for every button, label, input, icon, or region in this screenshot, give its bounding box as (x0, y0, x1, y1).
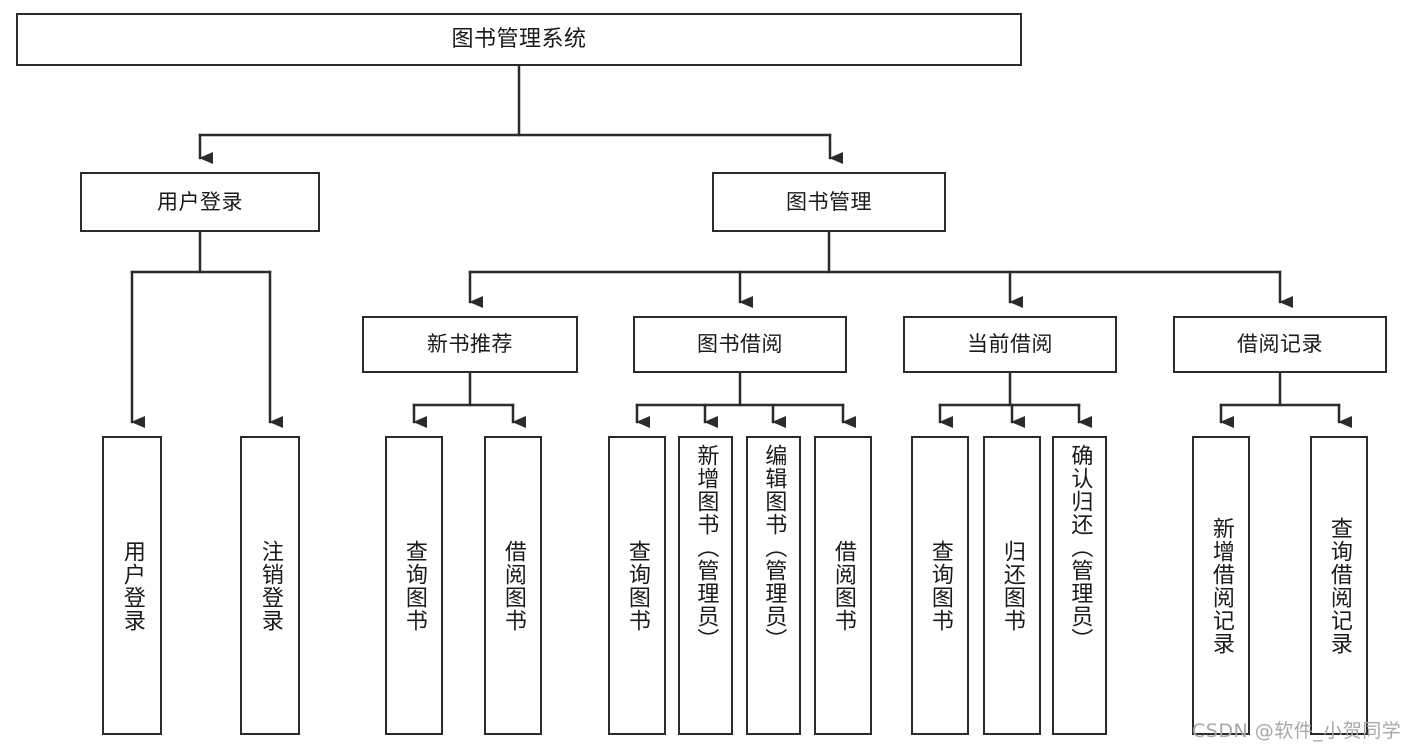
node-user-login[interactable]: 用户登录 (80, 172, 320, 232)
node-leaf-add-book-label: 新增图书（管理员） (693, 444, 719, 651)
node-leaf-user-login[interactable]: 用户登录 (102, 436, 162, 735)
node-leaf-confirm-return-label: 确认归还（管理员） (1067, 444, 1093, 651)
node-borrow-record-label: 借阅记录 (1237, 332, 1323, 357)
node-new-book-rec[interactable]: 新书推荐 (362, 316, 578, 373)
node-leaf-borrow-book-rec[interactable]: 借阅图书 (484, 436, 542, 735)
node-root-label: 图书管理系统 (451, 26, 587, 52)
node-leaf-user-login-label: 用户登录 (119, 539, 145, 632)
node-leaf-borrow-book[interactable]: 借阅图书 (814, 436, 872, 735)
node-book-manage-label: 图书管理 (786, 189, 872, 214)
node-borrow-record[interactable]: 借阅记录 (1173, 316, 1387, 373)
node-leaf-add-book[interactable]: 新增图书（管理员） (678, 436, 733, 735)
node-leaf-add-record[interactable]: 新增借阅记录 (1192, 436, 1250, 735)
node-root[interactable]: 图书管理系统 (16, 13, 1022, 66)
node-leaf-query-book-rec[interactable]: 查询图书 (385, 436, 443, 735)
node-user-login-label: 用户登录 (157, 189, 243, 214)
node-current-borrow[interactable]: 当前借阅 (903, 316, 1117, 373)
node-leaf-logout-label: 注销登录 (257, 539, 283, 632)
node-leaf-borrow-book-label: 借阅图书 (830, 539, 856, 632)
node-book-borrow-label: 图书借阅 (697, 332, 783, 357)
node-leaf-add-record-label: 新增借阅记录 (1208, 516, 1234, 655)
node-leaf-return-book[interactable]: 归还图书 (983, 436, 1041, 735)
csdn-watermark: CSDN @软件_小贺同学 (1192, 720, 1402, 742)
node-leaf-confirm-return[interactable]: 确认归还（管理员） (1052, 436, 1107, 735)
node-leaf-logout[interactable]: 注销登录 (240, 436, 300, 735)
node-leaf-query-book-cur[interactable]: 查询图书 (911, 436, 969, 735)
node-book-borrow[interactable]: 图书借阅 (633, 316, 847, 373)
node-leaf-query-book-cur-label: 查询图书 (927, 539, 953, 632)
node-leaf-edit-book-label: 编辑图书（管理员） (761, 444, 787, 651)
node-leaf-return-book-label: 归还图书 (999, 539, 1025, 632)
node-new-book-rec-label: 新书推荐 (427, 332, 513, 357)
node-current-borrow-label: 当前借阅 (967, 332, 1053, 357)
node-leaf-query-book-rec-label: 查询图书 (401, 539, 427, 632)
node-book-manage[interactable]: 图书管理 (712, 172, 946, 232)
node-leaf-borrow-book-rec-label: 借阅图书 (500, 539, 526, 632)
node-leaf-query-record[interactable]: 查询借阅记录 (1310, 436, 1368, 735)
node-leaf-query-record-label: 查询借阅记录 (1326, 516, 1352, 655)
node-leaf-edit-book[interactable]: 编辑图书（管理员） (746, 436, 801, 735)
node-leaf-query-book-label: 查询图书 (624, 539, 650, 632)
node-leaf-query-book[interactable]: 查询图书 (608, 436, 666, 735)
